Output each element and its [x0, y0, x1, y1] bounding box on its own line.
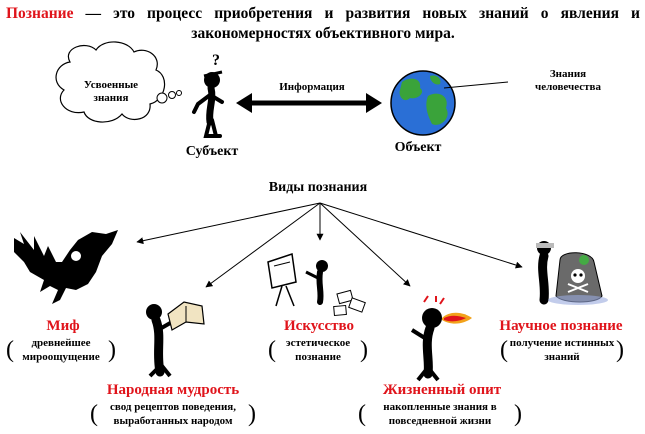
person-reading-book-icon [146, 301, 205, 378]
definition-text: Познание — это процесс приобретения и ра… [6, 4, 640, 44]
type-desc-myth: (древнейшее мироощущение) [6, 337, 116, 363]
type-desc-art: (эстетическое познание) [268, 337, 368, 363]
subject-figure-icon [192, 70, 224, 138]
thought-bubble-icon [55, 41, 182, 123]
person-burning-mouth-icon [410, 295, 472, 382]
types-heading: Виды познания [268, 180, 368, 195]
object-label: Объект [394, 140, 442, 155]
fan-arrows [136, 202, 523, 288]
definition-term: Познание [6, 5, 74, 22]
scientist-with-flask-icon [536, 241, 608, 305]
definition-rest: — это процесс приобретения и развития но… [73, 5, 640, 42]
type-desc-science: (получение истинных знаний) [500, 337, 624, 363]
question-mark: ? [212, 52, 220, 69]
type-name-art: Искусство [284, 318, 354, 334]
type-name-myth: Миф [46, 318, 80, 334]
type-name-life-experience: Жизненный опит [382, 382, 502, 398]
type-name-science: Научное познание [499, 318, 623, 334]
globe-label: Знания человечества [535, 68, 601, 93]
dragon-icon [14, 230, 118, 304]
type-desc-folk-wisdom: (свод рецептов поведения, выработанных н… [90, 401, 256, 427]
thought-bubble-text: Усвоенные знания [83, 79, 139, 104]
person-with-easel-icon [267, 253, 366, 317]
type-name-folk-wisdom: Народная мудрость [106, 382, 240, 398]
information-arrow-icon [236, 93, 382, 113]
globe-icon [390, 70, 509, 136]
subject-label: Субъект [185, 144, 239, 159]
arrow-label: Информация [279, 81, 345, 93]
type-desc-life-experience: (накопленные знания в повседневной жизни… [358, 401, 522, 427]
